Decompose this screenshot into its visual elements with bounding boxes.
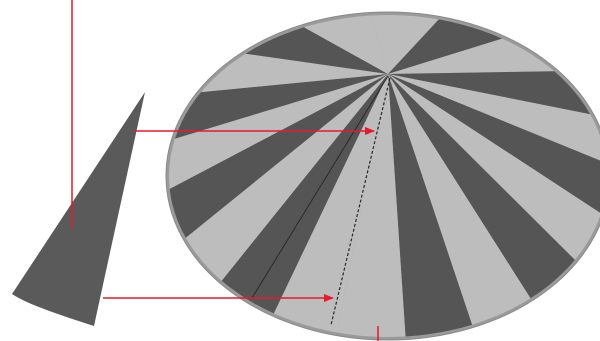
removed-wedge (12, 92, 145, 326)
sectored-disc (166, 12, 600, 340)
disc-sectors (169, 15, 600, 337)
